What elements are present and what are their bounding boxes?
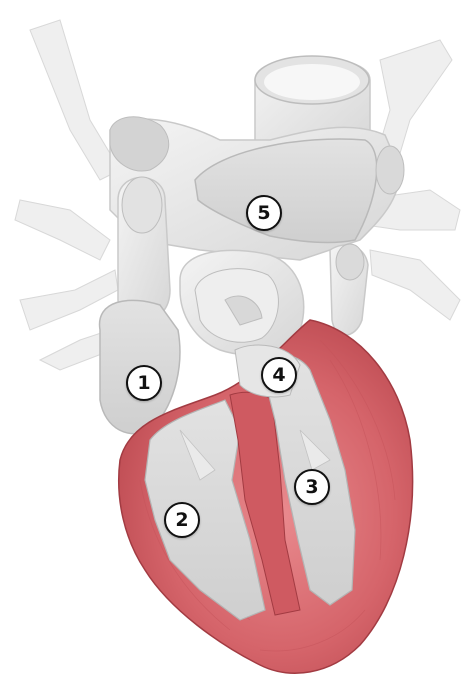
descending-right-vessel [330, 244, 368, 335]
label-marker-4: 4 [261, 357, 297, 393]
label-marker-2: 2 [164, 502, 200, 538]
label-marker-1: 1 [126, 365, 162, 401]
right-atrium-vessel [118, 177, 170, 321]
label-marker-5: 5 [246, 195, 282, 231]
label-marker-3: 3 [294, 469, 330, 505]
pulmonary-valve-region [180, 250, 304, 355]
